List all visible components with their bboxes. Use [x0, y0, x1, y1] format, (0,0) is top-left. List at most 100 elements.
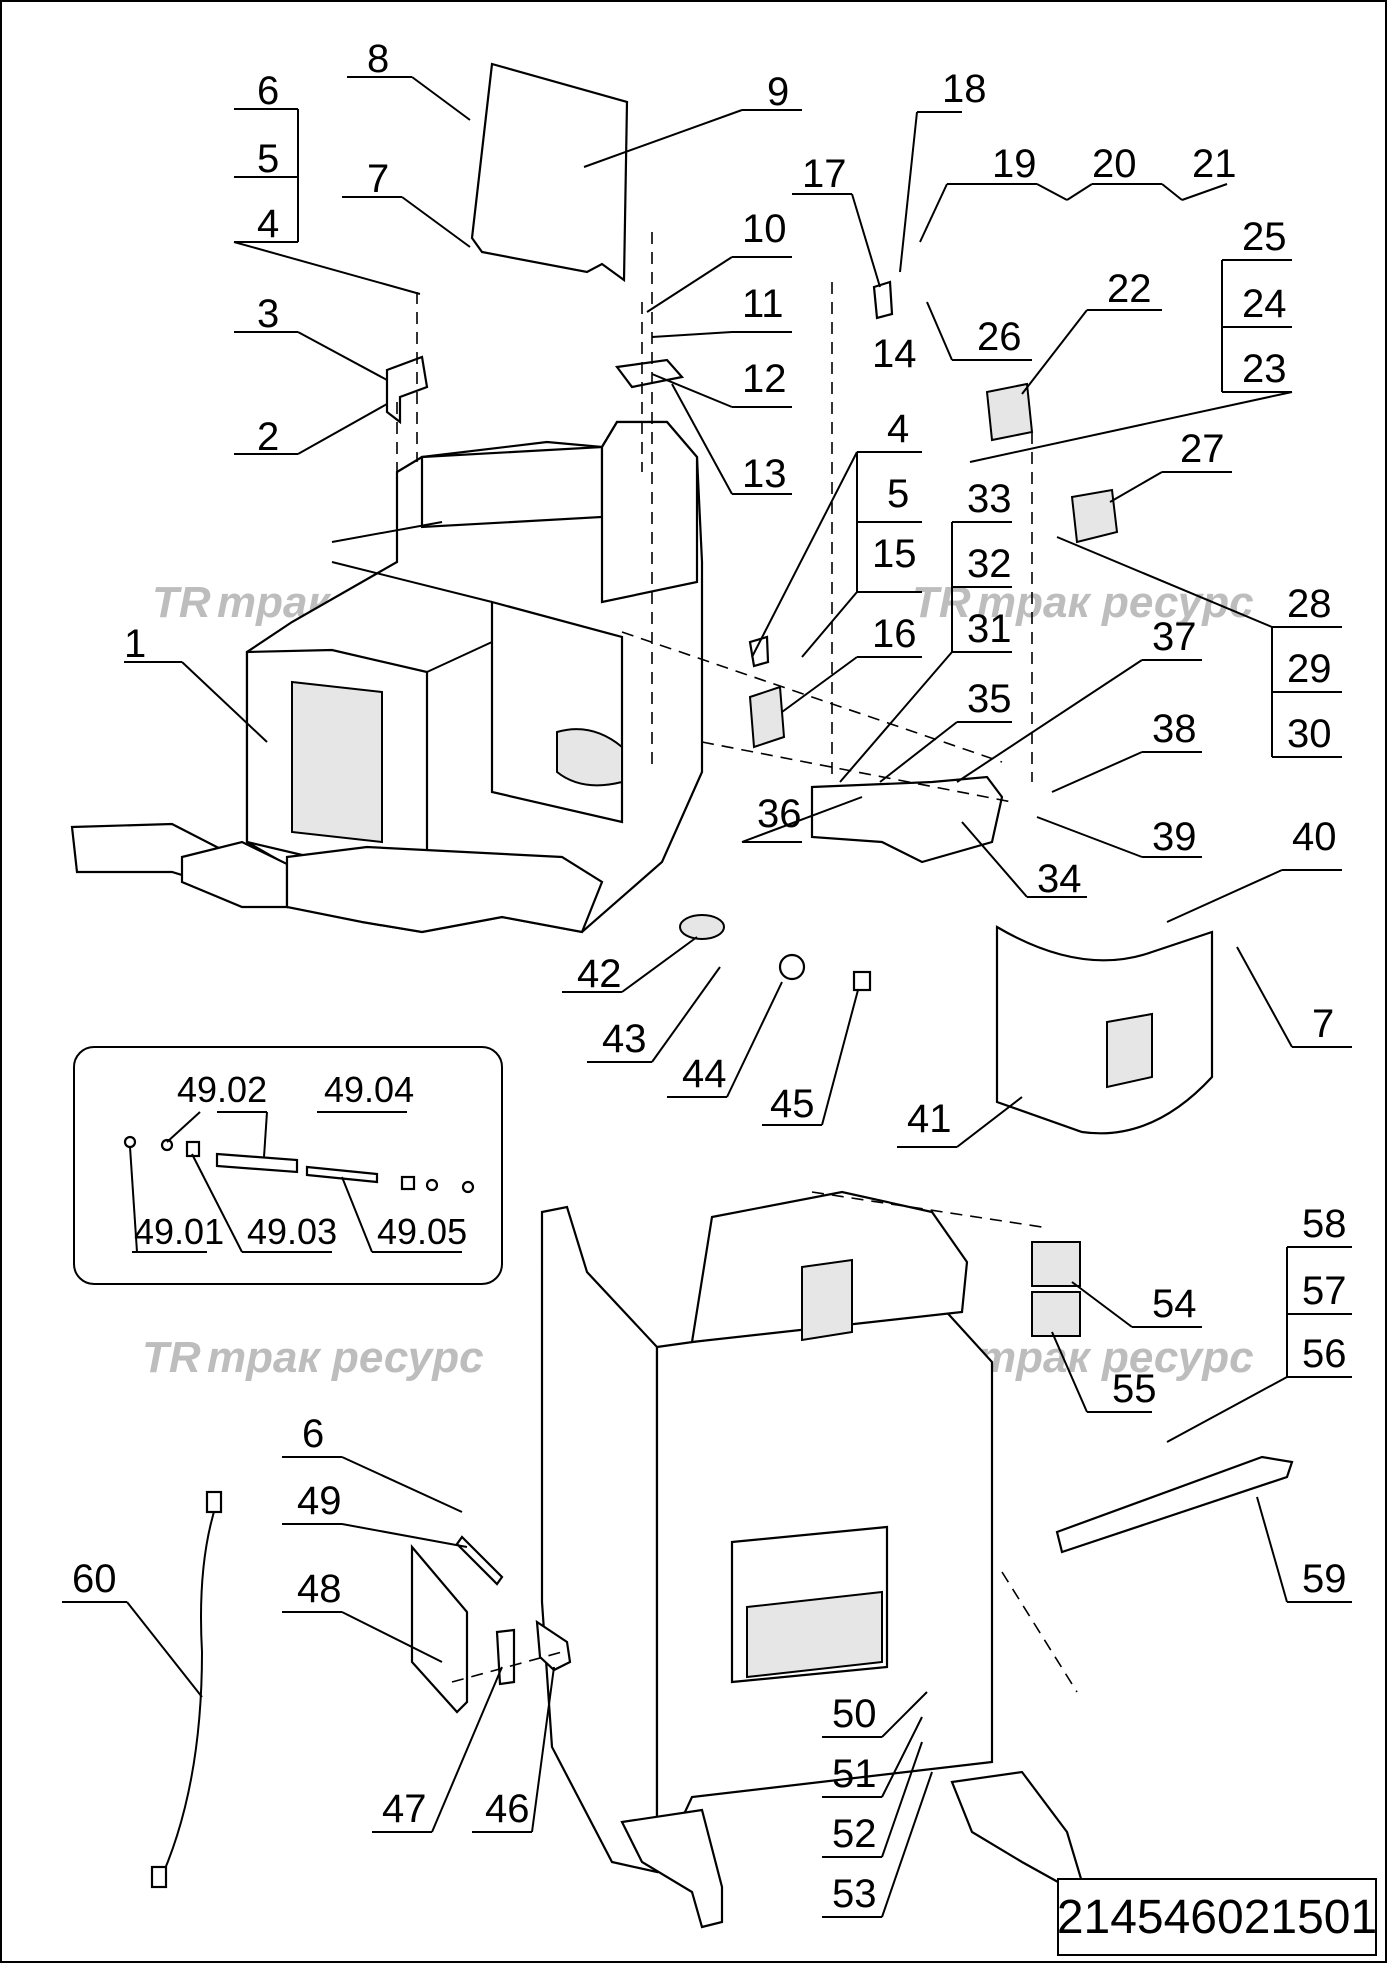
leader-lines: [62, 76, 1352, 1918]
callout-50: 50: [832, 1692, 877, 1736]
callout-7-repeat: 7: [1312, 1002, 1334, 1046]
watermark-logo: TR: [912, 578, 971, 627]
callout-39: 39: [1152, 815, 1197, 859]
callout-57: 57: [1302, 1269, 1347, 1313]
callout-58: 58: [1302, 1202, 1347, 1246]
callout-24: 24: [1242, 282, 1287, 326]
callout-33: 33: [967, 477, 1012, 521]
callout-54: 54: [1152, 1282, 1197, 1326]
callout-6-repeat: 6: [302, 1412, 324, 1456]
callout-5: 5: [257, 137, 279, 181]
fan-54: [1031, 1241, 1081, 1287]
callout-34: 34: [1037, 857, 1082, 901]
callout-15: 15: [872, 532, 917, 576]
callout-59: 59: [1302, 1557, 1347, 1601]
callout-17: 17: [802, 152, 847, 196]
callout-51: 51: [832, 1752, 877, 1796]
document-number: 214546021501: [1057, 1878, 1377, 1956]
callout-6: 6: [257, 69, 279, 113]
callout-29: 29: [1287, 647, 1332, 691]
callout-53: 53: [832, 1872, 877, 1916]
upper-frame: [70, 420, 704, 934]
callout-56: 56: [1302, 1332, 1347, 1376]
callout-38: 38: [1152, 707, 1197, 751]
bracket-2-3: [385, 355, 429, 425]
callout-55: 55: [1112, 1367, 1157, 1411]
callout-40: 40: [1292, 815, 1337, 859]
callout-35: 35: [967, 677, 1012, 721]
callout-47: 47: [382, 1787, 427, 1831]
callout-19: 19: [992, 142, 1037, 186]
callout-28: 28: [1287, 582, 1332, 626]
callout-49-02: 49.02: [177, 1069, 267, 1110]
watermark-logo: TR: [142, 1333, 201, 1382]
callout-23: 23: [1242, 347, 1287, 391]
callout-12: 12: [742, 357, 787, 401]
callout-8: 8: [367, 37, 389, 81]
callout-7: 7: [367, 157, 389, 201]
callout-60: 60: [72, 1557, 117, 1601]
callout-49: 49: [297, 1479, 342, 1523]
callout-45: 45: [770, 1082, 815, 1126]
callout-4: 4: [257, 202, 279, 246]
callout-26: 26: [977, 315, 1022, 359]
device-27: [1070, 488, 1119, 544]
watermark-text: трак ресурс: [207, 1333, 484, 1382]
callout-1: 1: [124, 622, 146, 666]
callout-30: 30: [1287, 712, 1332, 756]
callout-41: 41: [907, 1097, 952, 1141]
callout-43: 43: [602, 1017, 647, 1061]
callout-21: 21: [1192, 142, 1237, 186]
callout-27: 27: [1180, 427, 1225, 471]
shelf-34: [810, 775, 1004, 864]
watermark-text: трак ресурс: [977, 1333, 1254, 1382]
panel-9: [470, 62, 629, 283]
callout-37: 37: [1152, 615, 1197, 659]
connector-60: [205, 1490, 223, 1514]
callout-labels: 1 2 3 4 5 6 7 8 9 10 11 12 13 14 15 16 1…: [72, 37, 1347, 1916]
bar-59: [1055, 1455, 1294, 1554]
callout-36: 36: [757, 792, 802, 836]
callout-49-03: 49.03: [247, 1211, 337, 1252]
callout-16: 16: [872, 612, 917, 656]
bracket-46: [535, 1619, 572, 1672]
cable-60: [156, 1501, 218, 1888]
callout-9: 9: [767, 70, 789, 114]
part-44: [778, 953, 806, 981]
callout-18: 18: [942, 67, 987, 111]
part-45: [852, 970, 872, 992]
cover-41: [995, 925, 1214, 1135]
callout-49-01: 49.01: [134, 1211, 224, 1252]
callout-31: 31: [967, 607, 1012, 651]
callout-32: 32: [967, 542, 1012, 586]
callout-13: 13: [742, 452, 787, 496]
bracket-47: [495, 1628, 516, 1686]
callout-14: 14: [872, 332, 917, 376]
callout-11: 11: [742, 282, 784, 326]
callout-48: 48: [297, 1567, 342, 1611]
callout-2: 2: [257, 415, 279, 459]
callout-46: 46: [485, 1787, 530, 1831]
watermark-logo: TR: [152, 578, 211, 627]
assembly-lines: [396, 232, 1078, 1693]
device-22: [985, 382, 1034, 442]
lower-frame: [540, 1190, 1084, 1929]
detail-box-49: [73, 1046, 503, 1285]
connector-60: [150, 1865, 168, 1889]
callout-10: 10: [742, 207, 787, 251]
callout-49-04: 49.04: [324, 1069, 414, 1110]
fan-55: [1031, 1291, 1081, 1337]
callout-42: 42: [577, 952, 622, 996]
bracket-17: [872, 280, 894, 320]
callout-25: 25: [1242, 215, 1287, 259]
watermark-text: трак ресурс: [977, 578, 1254, 627]
callout-44: 44: [682, 1052, 727, 1096]
part-42: [679, 914, 725, 940]
callout-22: 22: [1107, 267, 1152, 311]
plate-48: [410, 1543, 469, 1714]
callout-3: 3: [257, 292, 279, 336]
callout-49-05: 49.05: [377, 1211, 467, 1252]
callout-20: 20: [1092, 142, 1137, 186]
